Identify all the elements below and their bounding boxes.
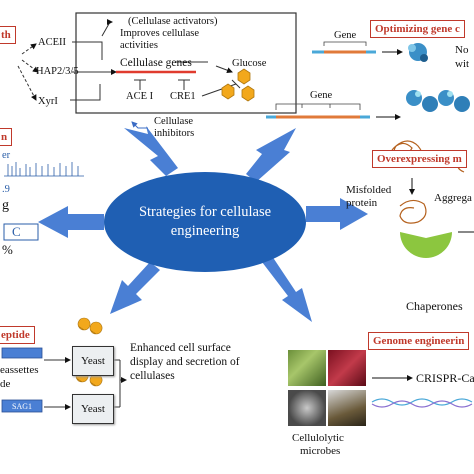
center-strategy-oval: Strategies for cellulase engineering (104, 172, 306, 272)
panel-label-mid-right: Overexpressing m (372, 150, 467, 168)
protein-structures (406, 43, 470, 112)
crispr-text: CRISPR-Ca (416, 371, 474, 385)
microbe-photo-4 (328, 390, 366, 426)
aceii-label: ACEII (38, 37, 66, 48)
misfolded-line1: Misfolded (346, 184, 392, 196)
yeast-label-1: Yeast (81, 355, 105, 367)
panel-label-mid-left: n (0, 128, 13, 146)
de-text: de (0, 378, 11, 390)
improves-text: Improves cellulase (120, 28, 200, 39)
ace1-label: ACE I (126, 91, 154, 102)
aggrega-text: Aggrega (434, 192, 472, 204)
panel-label-top-right: Optimizing gene c (370, 20, 465, 38)
gene-diagram-2 (266, 103, 401, 120)
no-text-2: wit (455, 58, 470, 70)
gene-label-1: Gene (334, 30, 357, 41)
chaperone-shape (400, 232, 452, 258)
inhibitors-line1: Cellulase (154, 116, 194, 127)
arrow-right (306, 198, 368, 230)
microbe-photo-2 (328, 350, 366, 386)
c-box (3, 223, 39, 241)
microbes-line2: microbes (300, 445, 341, 457)
gene-diagram-1 (312, 41, 403, 55)
gene-label-2: Gene (310, 90, 333, 101)
glucose-hexagons (221, 68, 255, 102)
yeast-box-2: Yeast (72, 394, 114, 424)
value-09-text: .9 (2, 184, 10, 195)
g-text: g (2, 198, 9, 213)
arrow-down-left (110, 262, 160, 314)
percent-text: % (2, 242, 13, 257)
microbes-line1: Cellulolytic (292, 432, 344, 444)
microbe-photo-3 (288, 390, 326, 426)
enhanced-line2: display and secretion of (130, 356, 240, 368)
c-text: C (12, 224, 21, 239)
panel-label-bottom-left: eptide (0, 326, 35, 344)
arrow-up-right (246, 128, 296, 182)
panel-label-bottom-right: Genome engineerin (368, 332, 470, 350)
sag1-label: SAG1 (12, 402, 33, 411)
inhibitors-line2: inhibitors (154, 128, 195, 139)
misfolded-line2: protein (346, 197, 378, 209)
cellulase-genes-label: Cellulase genes (120, 57, 192, 69)
activities-text: activities (120, 40, 158, 51)
panel-label-top-left: th (0, 26, 16, 44)
glucose-label: Glucose (232, 58, 267, 69)
microbe-photo-1 (288, 350, 326, 386)
arrow-left (38, 206, 104, 238)
activators-text: (Cellulase activators) (128, 16, 218, 27)
enhanced-line1: Enhanced cell surface (130, 342, 231, 354)
cre1-label: CRE1 (170, 91, 196, 102)
arrow-down-right (262, 256, 312, 322)
arrow-up-left (124, 126, 178, 176)
chaperones-label: Chaperones (406, 299, 463, 313)
xyr-label: XyrI (38, 96, 58, 107)
block-arrows (38, 126, 368, 322)
er-text: er (2, 150, 11, 161)
center-title-line2: engineering (170, 223, 240, 239)
mid-left-chart (4, 162, 84, 177)
regulator-box (75, 12, 297, 114)
folded-protein (399, 199, 427, 224)
yeast-label-2: Yeast (81, 403, 105, 415)
peptide-bar (1, 347, 43, 359)
hap-label: HAP2/3/5 (36, 66, 79, 77)
no-text-1: No (455, 44, 469, 56)
center-title-line1: Strategies for cellulase (138, 204, 272, 220)
yeast-box-1: Yeast (72, 346, 114, 376)
cassettes-text: eassettes (0, 364, 39, 376)
dna-strand (371, 398, 473, 408)
enhanced-line3: cellulases (130, 370, 175, 382)
sag-bar (1, 399, 43, 413)
